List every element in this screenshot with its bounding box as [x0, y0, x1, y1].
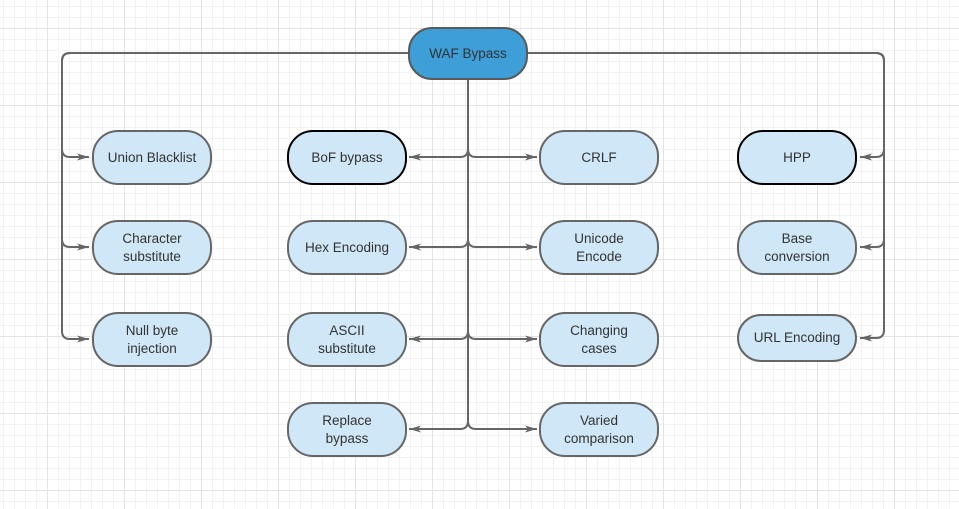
node-label: Replace bypass [322, 412, 372, 446]
edge-root-replace-bypass [409, 80, 469, 433]
node-label: CRLF [581, 149, 617, 165]
node-label: WAF Bypass [429, 45, 507, 61]
node-varied-comparison[interactable]: Varied comparison [539, 402, 659, 457]
node-unicode-encode[interactable]: Unicode Encode [539, 220, 659, 275]
node-hex-encoding[interactable]: Hex Encoding [287, 220, 407, 275]
node-label: Changing cases [570, 322, 628, 356]
node-base-conversion[interactable]: Base conversion [737, 220, 857, 275]
node-label: Hex Encoding [304, 239, 390, 255]
node-replace-bypass[interactable]: Replace bypass [287, 402, 407, 457]
node-crlf[interactable]: CRLF [539, 130, 659, 185]
node-label: Unicode Encode [574, 230, 624, 264]
node-hpp[interactable]: HPP [737, 130, 857, 185]
edge-root-ascii-substitute [409, 80, 469, 343]
edge-root-url-encoding [528, 52, 885, 342]
node-union-blacklist[interactable]: Union Blacklist [92, 130, 212, 185]
edge-root-bof-bypass [409, 80, 469, 161]
edge-root-varied-comparison [467, 80, 537, 433]
edge-root-changing-cases [467, 80, 537, 343]
node-label: Union Blacklist [107, 149, 197, 165]
edge-root-crlf [467, 80, 537, 161]
node-character-substitute[interactable]: Character substitute [92, 220, 212, 275]
node-label: ASCII substitute [318, 322, 376, 356]
node-label: Character substitute [122, 230, 182, 264]
node-label: Base conversion [764, 230, 830, 264]
node-label: Null byte injection [125, 322, 179, 356]
node-ascii-substitute[interactable]: ASCII substitute [287, 312, 407, 367]
edge-root-unicode-encode [467, 80, 537, 251]
node-null-byte-injection[interactable]: Null byte injection [92, 312, 212, 367]
node-label: URL Encoding [753, 330, 841, 346]
node-url-encoding[interactable]: URL Encoding [737, 314, 857, 362]
node-bof-bypass[interactable]: BoF bypass [287, 130, 407, 185]
edge-root-hex-encoding [409, 80, 469, 251]
node-changing-cases[interactable]: Changing cases [539, 312, 659, 367]
node-label: BoF bypass [311, 149, 383, 165]
edge-root-null-byte-injection [61, 52, 408, 343]
node-label: HPP [783, 149, 811, 165]
node-label: Varied comparison [564, 412, 634, 446]
node-waf-bypass[interactable]: WAF Bypass [408, 27, 528, 80]
